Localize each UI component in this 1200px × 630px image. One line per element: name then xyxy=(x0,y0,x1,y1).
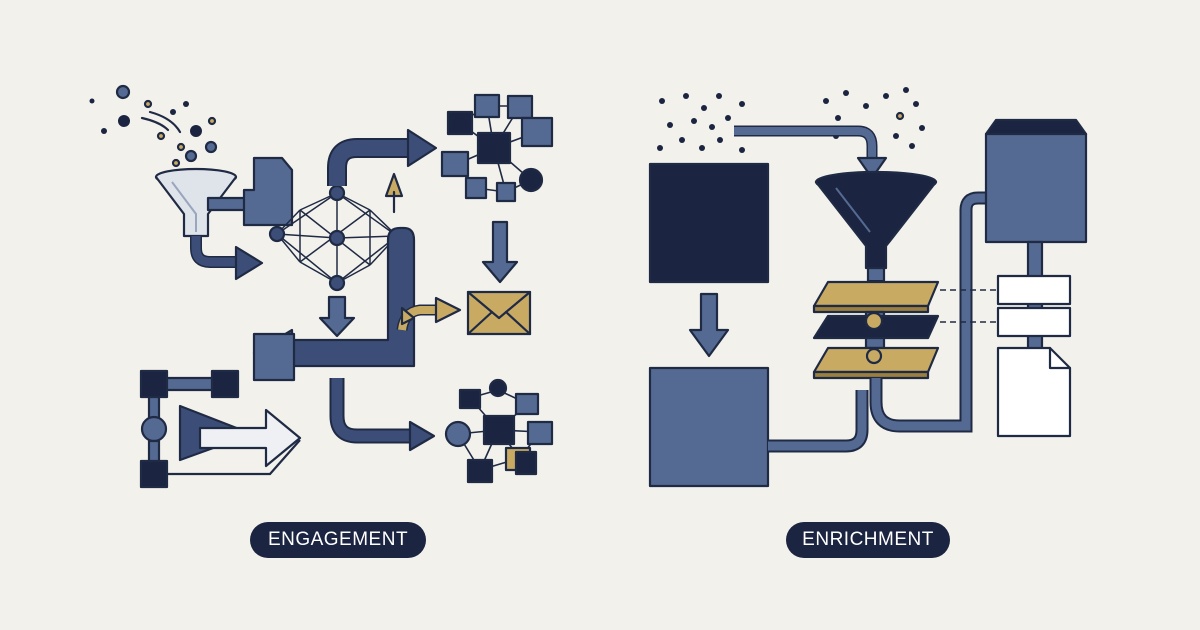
filter-layers xyxy=(812,280,940,380)
document-icon xyxy=(996,346,1072,438)
gold-up-arrow xyxy=(384,172,404,214)
node-cluster-top xyxy=(440,93,554,203)
record-list xyxy=(940,274,1072,338)
workflow-diagram xyxy=(139,369,302,489)
engagement-label: ENGAGEMENT xyxy=(250,522,426,558)
data-particles-right xyxy=(657,87,925,153)
raw-data-block xyxy=(648,162,770,284)
node-cluster-bottom xyxy=(444,378,554,484)
database-icon xyxy=(984,118,1088,244)
processing-block xyxy=(242,156,294,227)
enrichment-label: ENRICHMENT xyxy=(786,522,950,558)
data-particles-left xyxy=(89,84,218,168)
flow-arrow-head xyxy=(234,245,264,281)
envelope-icon xyxy=(466,290,532,336)
funnel-icon-right xyxy=(814,170,938,292)
connector-pipe xyxy=(206,196,250,212)
enriched-data-block xyxy=(648,366,770,488)
